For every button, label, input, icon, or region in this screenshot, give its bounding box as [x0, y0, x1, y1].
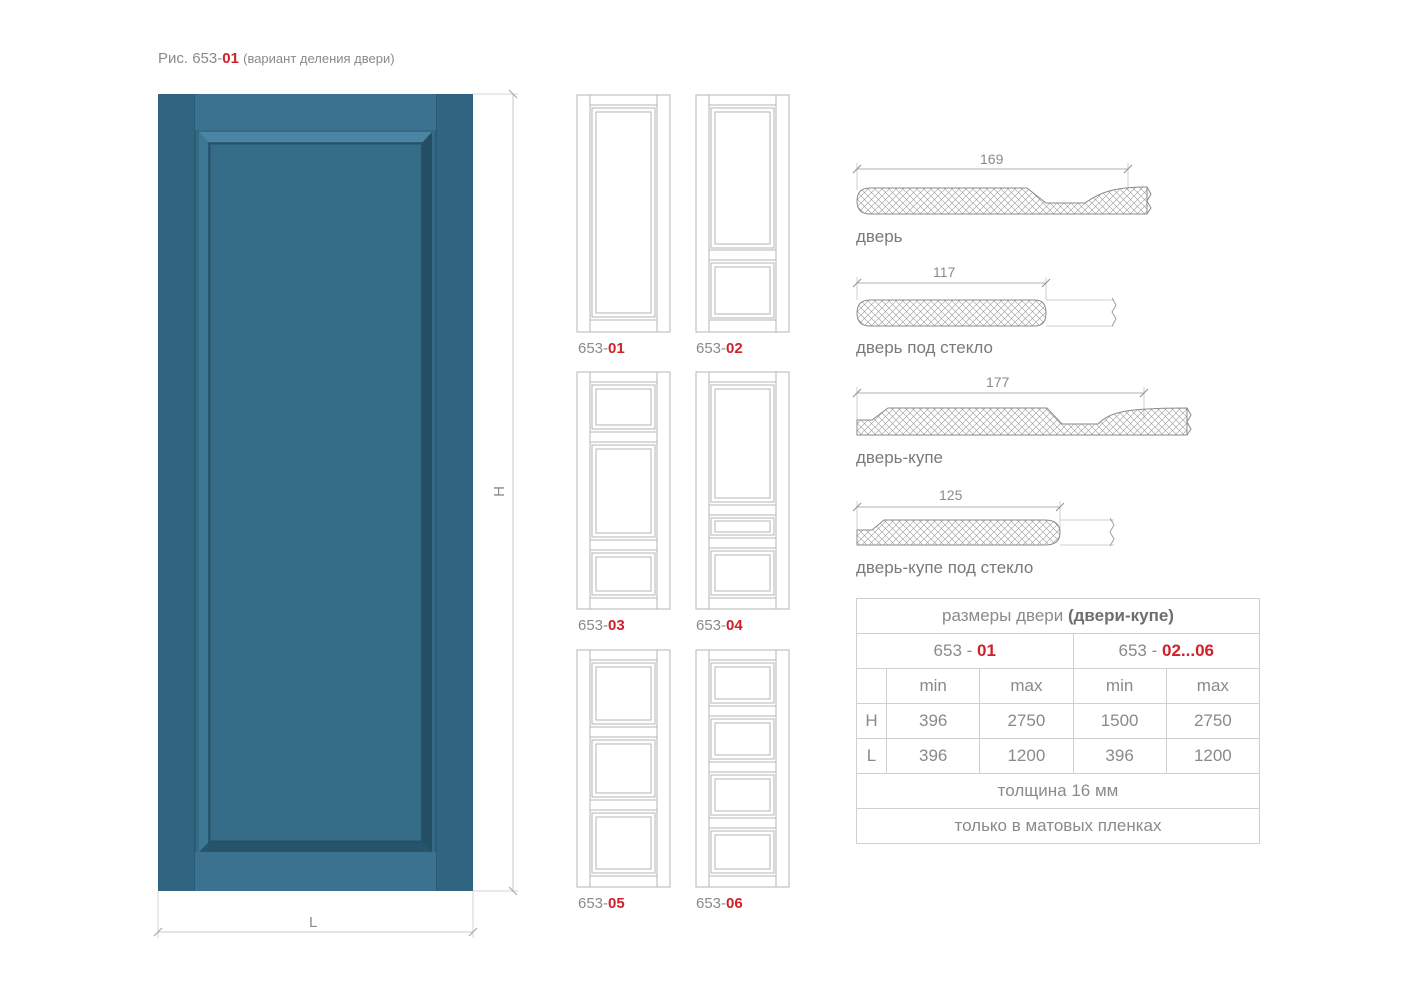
profile-dimension-169: 169	[980, 151, 1004, 167]
profile-sliding-door-glass	[852, 501, 1115, 547]
thumbnail-03[interactable]	[576, 371, 671, 610]
door-top-rail	[195, 94, 436, 130]
size-table-title: размеры двери (двери-купе)	[856, 598, 1260, 634]
size-table-group-01: 653 - 01	[856, 633, 1074, 669]
size-table-header: min	[1072, 668, 1167, 704]
size-table-thickness: толщина 16 мм	[856, 773, 1260, 809]
profile-sections	[852, 163, 1192, 547]
size-table-cell: 2750	[1165, 703, 1261, 739]
thumbnail-label-06: 653-06	[696, 895, 743, 912]
height-label: H	[490, 486, 508, 497]
thumbnail-01[interactable]	[576, 94, 671, 333]
thumbnail-04[interactable]	[695, 371, 790, 610]
thumbnail-06[interactable]	[695, 649, 790, 888]
door-variants	[576, 94, 790, 888]
door-left-stile	[158, 94, 195, 891]
table-row: H 396 2750 1500 2750	[855, 703, 1261, 739]
width-label: L	[309, 914, 318, 931]
size-table-cell: 396	[1072, 738, 1167, 774]
size-table: размеры двери (двери-купе) 653 - 01 653 …	[855, 598, 1261, 844]
thumbnail-label-03: 653-03	[578, 617, 625, 634]
thumbnail-02[interactable]	[695, 94, 790, 333]
size-table-cell: 396	[886, 703, 981, 739]
size-table-row-label: H	[855, 703, 888, 739]
size-table-row-label: L	[855, 738, 888, 774]
door-right-stile	[436, 94, 473, 891]
profile-label-door-glass: дверь под стекло	[856, 338, 993, 357]
profile-door	[852, 163, 1152, 215]
profile-dimension-117: 117	[933, 264, 956, 280]
profile-label-door: дверь	[856, 227, 903, 246]
profile-sliding-door	[852, 387, 1192, 436]
caption-code: 01	[222, 50, 239, 67]
thumbnail-label-01: 653-01	[578, 340, 625, 357]
caption-prefix: Рис. 653-	[158, 50, 223, 67]
size-table-cell: 1200	[979, 738, 1074, 774]
main-door-figure	[153, 89, 518, 938]
profile-dimension-125: 125	[939, 487, 963, 503]
size-table-finish-note: только в матовых пленках	[856, 808, 1260, 844]
size-table-cell: 1200	[1165, 738, 1261, 774]
profile-door-glass	[852, 277, 1117, 327]
size-table-header: max	[979, 668, 1074, 704]
size-table-group-02-06: 653 - 02...06	[1072, 633, 1260, 669]
thumbnail-label-05: 653-05	[578, 895, 625, 912]
thumbnail-05[interactable]	[576, 649, 671, 888]
thumbnail-label-04: 653-04	[696, 617, 743, 634]
door-bottom-rail	[195, 852, 436, 891]
table-row: L 396 1200 396 1200	[855, 738, 1261, 774]
size-table-header: min	[886, 668, 981, 704]
profile-dimension-177: 177	[986, 374, 1010, 390]
size-table-corner	[855, 668, 888, 704]
size-table-cell: 1500	[1072, 703, 1167, 739]
door-panel-field	[211, 145, 421, 840]
thumbnail-label-02: 653-02	[696, 340, 743, 357]
profile-label-sliding-door: дверь-купе	[856, 448, 943, 467]
caption-note: (вариант деления двери)	[243, 51, 395, 66]
profile-label-sliding-door-glass: дверь-купе под стекло	[856, 558, 1034, 577]
size-table-cell: 2750	[979, 703, 1074, 739]
size-table-header: max	[1165, 668, 1261, 704]
figure-caption: Рис. 653-01 (вариант деления двери)	[158, 50, 395, 67]
size-table-cell: 396	[886, 738, 981, 774]
